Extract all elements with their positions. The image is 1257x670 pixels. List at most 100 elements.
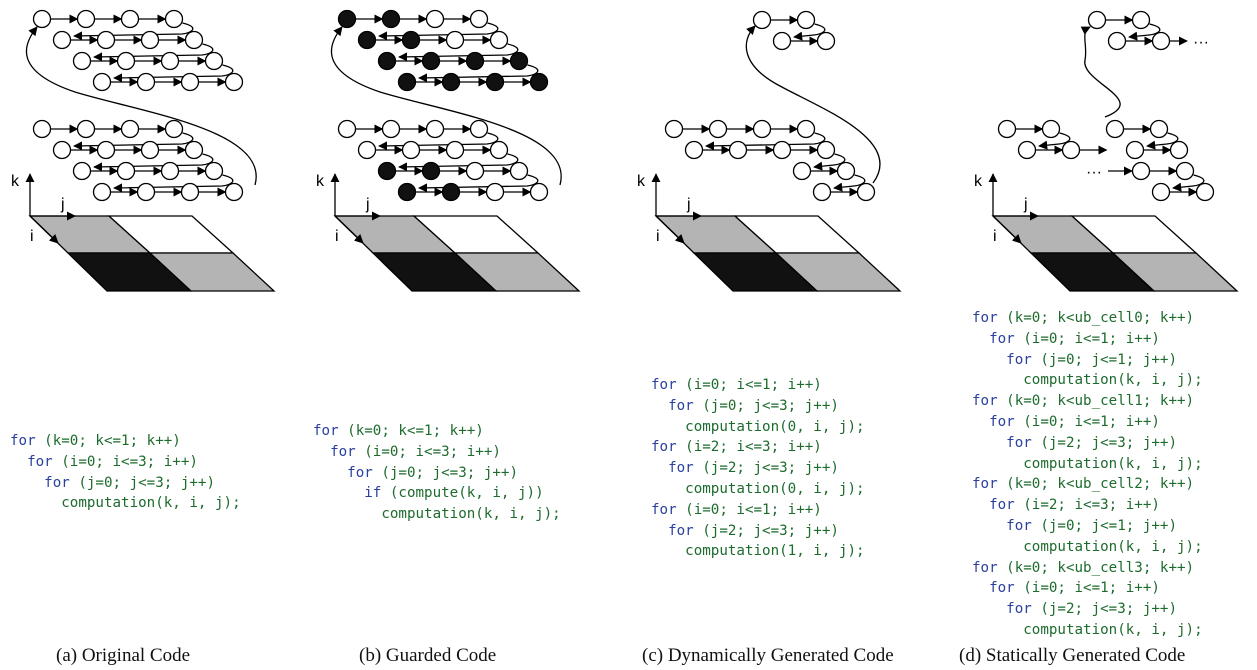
node (72, 161, 92, 181)
panel-a-nodes (32, 9, 244, 202)
node (1017, 140, 1037, 160)
code-keyword: for (1006, 517, 1032, 534)
node (164, 9, 184, 29)
panel-b-cell-3 (453, 252, 581, 292)
node (425, 9, 445, 29)
node-executed (377, 51, 397, 71)
code-text: (j=2; j<=3; j++) (693, 522, 839, 539)
code-line: for (k=0; k<=1; k++) (313, 421, 561, 442)
node (160, 51, 180, 71)
panel-a-k-label: k (11, 173, 20, 190)
code-line: for (j=2; j<=3; j++) (972, 599, 1203, 620)
node (445, 30, 465, 50)
node (120, 119, 140, 139)
panel-c-row-1 (772, 31, 836, 51)
code-text: (k=0; k<ub_cell0; k++) (997, 310, 1195, 326)
panel-c-return-arrow (745, 25, 881, 184)
panel-a-return-arrow (25, 26, 257, 186)
code-text: (i=0; i<=1; i++) (1014, 413, 1160, 430)
code-keyword: for (1006, 351, 1032, 368)
node (684, 140, 704, 160)
code-text: computation(0, i, j); (685, 418, 865, 435)
panel-a-node-group-top (32, 9, 244, 92)
panel-d-nodes: ··· (997, 10, 1215, 202)
code-text: (k=0; k<ub_cell3; k++) (997, 559, 1195, 576)
node (772, 140, 792, 160)
panel-a-row-6 (72, 161, 234, 193)
code-text: (j=2; j<=3; j++) (693, 460, 839, 477)
code-keyword: for (989, 330, 1015, 347)
panel-b-i-label: i (335, 228, 339, 245)
code-line: computation(0, i, j); (651, 479, 865, 500)
node (489, 140, 509, 160)
panel-d-mid-ellipsis: ··· (1086, 164, 1102, 181)
row-wrap-arrow (93, 43, 214, 62)
node (816, 31, 836, 51)
panel-c-nodes (664, 10, 876, 202)
panel-b-base (333, 215, 581, 292)
code-keyword: for (668, 460, 694, 477)
node (357, 140, 377, 160)
node (52, 30, 72, 50)
panel-b-row-1 (357, 30, 519, 62)
code-keyword: for (347, 464, 373, 481)
code-line: for (j=0; j<=3; j++) (313, 463, 561, 484)
node (1061, 140, 1081, 160)
node (1151, 31, 1171, 51)
node (72, 51, 92, 71)
row-wrap-arrow (1172, 174, 1205, 192)
node (792, 161, 812, 181)
node (116, 161, 136, 181)
code-keyword: for (651, 377, 677, 393)
code-text: computation(0, i, j); (685, 480, 865, 497)
node (180, 72, 200, 92)
panel-a-diagram: k j i (11, 9, 276, 292)
node (180, 182, 200, 202)
code-text: computation(k, i, j); (1023, 621, 1203, 638)
node (184, 30, 204, 50)
node (425, 119, 445, 139)
code-text: computation(k, i, j); (1023, 455, 1203, 472)
node (140, 30, 160, 50)
node (1175, 161, 1195, 181)
node-executed (441, 182, 461, 202)
code-text: (j=0; j<=1; j++) (1031, 351, 1178, 368)
node (469, 119, 489, 139)
node (184, 140, 204, 160)
panel-d-axes (988, 173, 1039, 244)
node-executed (421, 161, 441, 181)
code-text: (i=2; i<=3; i++) (676, 439, 822, 456)
code-listing-guarded: for (k=0; k<=1; k++) for (i=0; i<=3; i++… (313, 421, 561, 525)
panel-a-j-label: j (60, 196, 65, 213)
node (752, 10, 772, 30)
panel-d-row-5 (1125, 140, 1189, 160)
code-keyword: for (972, 476, 998, 493)
panel-d-return-arrow (1080, 26, 1121, 118)
code-keyword: for (27, 453, 53, 470)
panel-d-row-1 (1107, 31, 1188, 51)
code-line: for (j=2; j<=3; j++) (972, 433, 1203, 454)
panel-d-cell-3 (1111, 252, 1239, 292)
node-executed (397, 182, 417, 202)
node (465, 161, 485, 181)
node (856, 182, 876, 202)
node (1041, 119, 1061, 139)
node (445, 140, 465, 160)
node (812, 182, 832, 202)
node (96, 30, 116, 50)
panel-d-j-label: j (1023, 196, 1028, 213)
row-wrap-arrow (418, 174, 539, 193)
node (381, 119, 401, 139)
node-executed (485, 72, 505, 92)
code-line: for (i=0; i<=1; i++) (651, 500, 865, 521)
code-text: (i=0; i<=1; i++) (676, 501, 822, 518)
node (224, 182, 244, 202)
code-keyword: for (330, 443, 356, 460)
node-executed (465, 51, 485, 71)
row-wrap-arrow (378, 132, 499, 151)
code-keyword: for (972, 559, 998, 576)
node (529, 182, 549, 202)
code-text: (i=0; i<=1; i++) (1014, 580, 1160, 597)
panel-b-j-label: j (365, 196, 370, 213)
code-text: (k=0; k<=1; k++) (338, 423, 484, 439)
